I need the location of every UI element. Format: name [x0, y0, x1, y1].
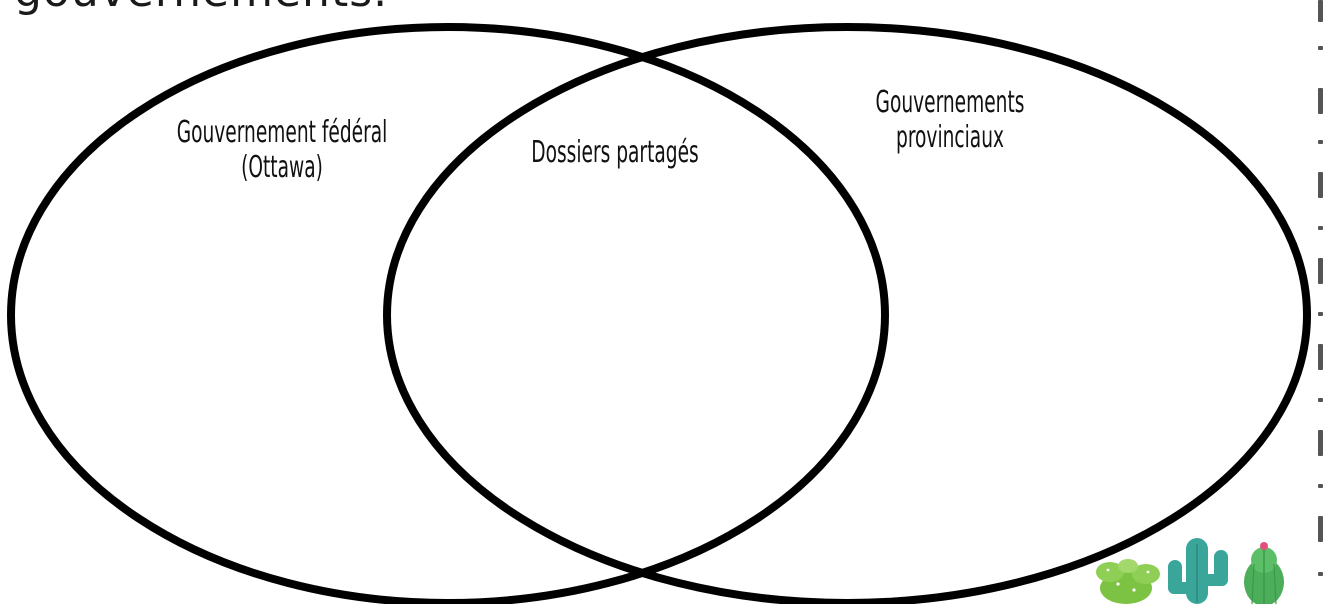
label-shared-files: Dossiers partagés: [513, 135, 718, 170]
label-federal-line-1: Gouvernement fédéral: [177, 115, 388, 150]
label-shared-line-1: Dossiers partagés: [513, 135, 718, 170]
right-dashed-border: [1318, 0, 1323, 604]
cactus-barrel-icon: [1244, 542, 1284, 604]
label-provincial-line-2: provinciaux: [845, 120, 1056, 155]
cactus-icon: [1088, 520, 1298, 604]
label-federal-government: Gouvernement fédéral (Ottawa): [177, 115, 388, 186]
cactus-flower-icon: [1260, 542, 1268, 550]
label-provincial-governments: Gouvernements provinciaux: [845, 85, 1056, 156]
cactus-pad-icon: [1096, 559, 1160, 604]
venn-circle-left: [11, 27, 885, 603]
cactus-saguaro-icon: [1168, 538, 1228, 604]
label-provincial-line-1: Gouvernements: [845, 85, 1056, 120]
label-federal-line-2: (Ottawa): [177, 150, 388, 185]
